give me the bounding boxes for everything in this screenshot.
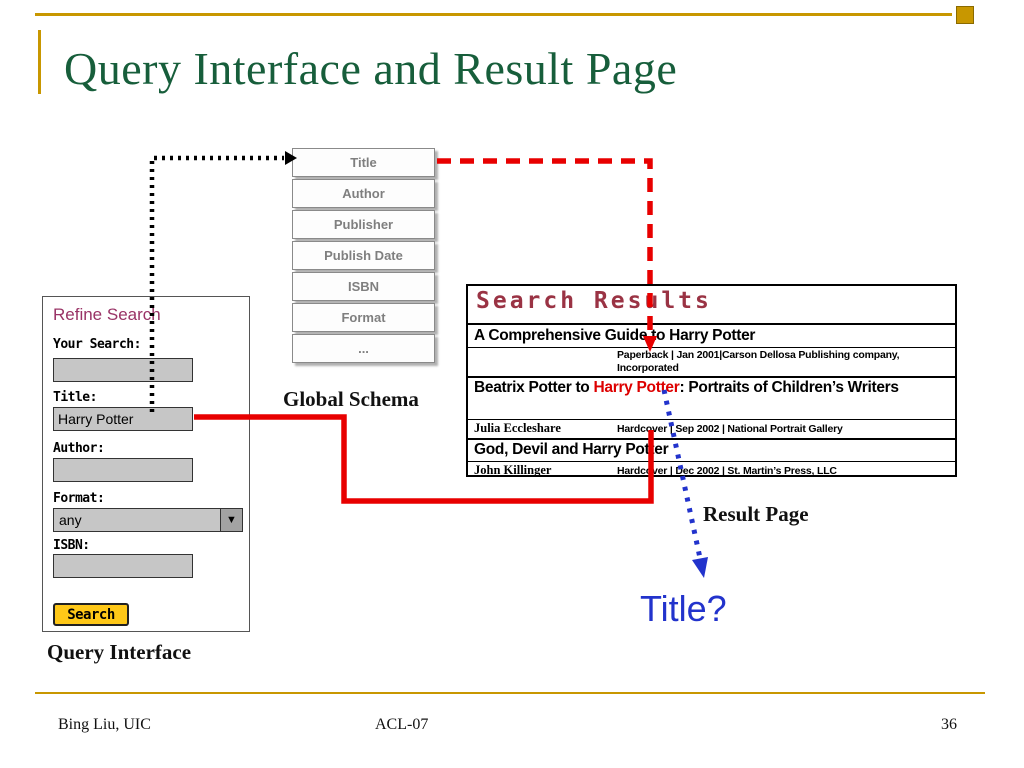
divider	[468, 438, 955, 440]
global-schema-caption: Global Schema	[283, 387, 419, 411]
schema-field-publisher: Publisher	[292, 210, 435, 239]
divider	[468, 323, 955, 325]
result-title: Beatrix Potter to Harry Potter: Portrait…	[474, 378, 951, 398]
divider	[468, 461, 955, 462]
search-button[interactable]: Search	[53, 603, 129, 626]
your-search-input[interactable]	[53, 358, 193, 382]
result-page-caption: Result Page	[703, 502, 809, 526]
result-title: A Comprehensive Guide to Harry Potter	[474, 327, 756, 344]
title-accent-line	[38, 30, 41, 94]
schema-field-publish-date: Publish Date	[292, 241, 435, 270]
schema-field-author: Author	[292, 179, 435, 208]
result-author: Julia Eccleshare	[474, 421, 561, 435]
divider	[468, 347, 955, 348]
isbn-input[interactable]	[53, 554, 193, 578]
result-title-text: : Portraits of Children’s Writers	[679, 379, 900, 396]
footer-page-number: 36	[941, 716, 957, 733]
title-input[interactable]	[53, 407, 193, 431]
result-details: Hardcover | Dec 2002 | St. Martin’s Pres…	[617, 465, 837, 477]
format-dropdown[interactable]: any ▼	[53, 508, 243, 532]
schema-field-title: Title	[292, 148, 435, 177]
page-title: Query Interface and Result Page	[64, 43, 678, 94]
isbn-label: ISBN:	[53, 538, 90, 553]
divider	[468, 376, 955, 378]
refine-search-heading: Refine Search	[53, 305, 161, 324]
footer-venue: ACL-07	[375, 716, 429, 733]
result-author: John Killinger	[474, 463, 552, 477]
your-search-label: Your Search:	[53, 337, 141, 352]
author-label: Author:	[53, 441, 105, 456]
bottom-accent-line	[35, 692, 985, 694]
search-results-panel: Search Results A Comprehensive Guide to …	[466, 284, 957, 477]
format-dropdown-value: any	[59, 512, 82, 528]
title-question-annotation: Title?	[640, 588, 727, 629]
author-input[interactable]	[53, 458, 193, 482]
chevron-down-icon[interactable]: ▼	[220, 509, 242, 531]
schema-field-more: ...	[292, 334, 435, 363]
footer-author: Bing Liu, UIC	[58, 716, 151, 733]
divider	[468, 419, 955, 420]
query-term-highlight: Harry Potter	[593, 379, 680, 396]
result-details: Hardcover | Sep 2002 | National Portrait…	[617, 423, 843, 435]
query-interface-caption: Query Interface	[47, 640, 192, 664]
result-title-text: Beatrix Potter to	[474, 379, 594, 396]
result-title: God, Devil and Harry Potter	[474, 441, 669, 458]
search-results-heading: Search Results	[476, 288, 712, 314]
global-schema-stack: Title Author Publisher Publish Date ISBN…	[292, 148, 435, 365]
format-label: Format:	[53, 491, 105, 506]
title-label: Title:	[53, 390, 97, 405]
schema-field-isbn: ISBN	[292, 272, 435, 301]
schema-field-format: Format	[292, 303, 435, 332]
result-details: Paperback | Jan 2001|Carson Dellosa Publ…	[617, 349, 900, 374]
top-right-accent-square	[956, 6, 974, 24]
top-accent-line	[35, 13, 952, 16]
query-interface-panel: Refine Search Your Search: Title: Author…	[42, 296, 250, 632]
